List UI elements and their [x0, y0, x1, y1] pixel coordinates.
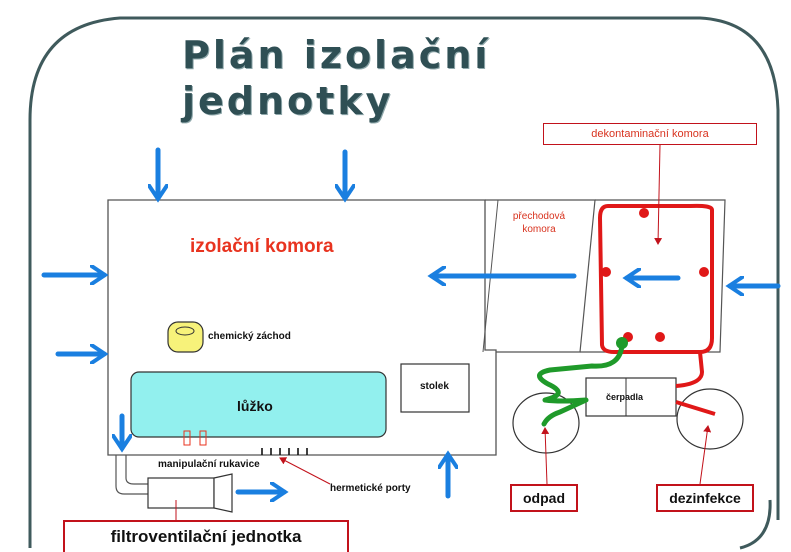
- decon-loop: [598, 203, 714, 354]
- disinfection-tank: [676, 388, 744, 450]
- chemical-toilet-label: chemický záchod: [208, 331, 291, 342]
- title-line-1: Plán izolační: [182, 33, 491, 77]
- filter-unit-label: filtroventilační jednotka: [63, 520, 349, 552]
- leader-decon: [654, 144, 663, 245]
- filter-unit-body: [147, 477, 215, 509]
- title-line-2: jednotky: [182, 79, 394, 123]
- stool: [400, 363, 470, 413]
- transfer-chamber-outline: [485, 199, 596, 353]
- leader-disinfection: [699, 425, 712, 485]
- waste-label: odpad: [510, 484, 578, 512]
- disinfection-label: dezinfekce: [656, 484, 754, 512]
- nozzle-2: [601, 267, 611, 277]
- isolation-chamber-label: izolační komora: [190, 236, 334, 257]
- decon-chamber-label: dekontaminační komora: [543, 123, 757, 145]
- hermetic-ports: [261, 448, 308, 455]
- chemical-toilet: [167, 321, 204, 353]
- pumps-label: čerpadla: [606, 392, 644, 402]
- gloves-label: manipulační rukavice: [158, 459, 260, 470]
- nozzle-1: [639, 208, 649, 218]
- ports-label: hermetické porty: [330, 483, 411, 494]
- filter-duct: [115, 455, 148, 495]
- leader-ports: [279, 457, 331, 485]
- air-arrows: [41, 147, 781, 496]
- bed: [130, 371, 387, 438]
- slide-frame: [28, 16, 780, 548]
- bed-label: lůžko: [237, 398, 273, 414]
- nozzle-5: [655, 332, 665, 342]
- glove-right: [199, 430, 207, 446]
- leader-waste: [541, 427, 550, 485]
- nozzle-3: [699, 267, 709, 277]
- transfer-chamber-label-line-1: přechodová: [512, 211, 566, 222]
- stool-label: stolek: [420, 381, 449, 392]
- transfer-chamber-label: přechodová komora: [504, 210, 574, 236]
- pumps-box: [585, 377, 677, 417]
- waste-pipe: [537, 342, 625, 427]
- transfer-chamber-label-line-2: komora: [522, 224, 556, 235]
- page-title: Plán izolační jednotky: [182, 32, 490, 124]
- glove-left: [183, 430, 191, 446]
